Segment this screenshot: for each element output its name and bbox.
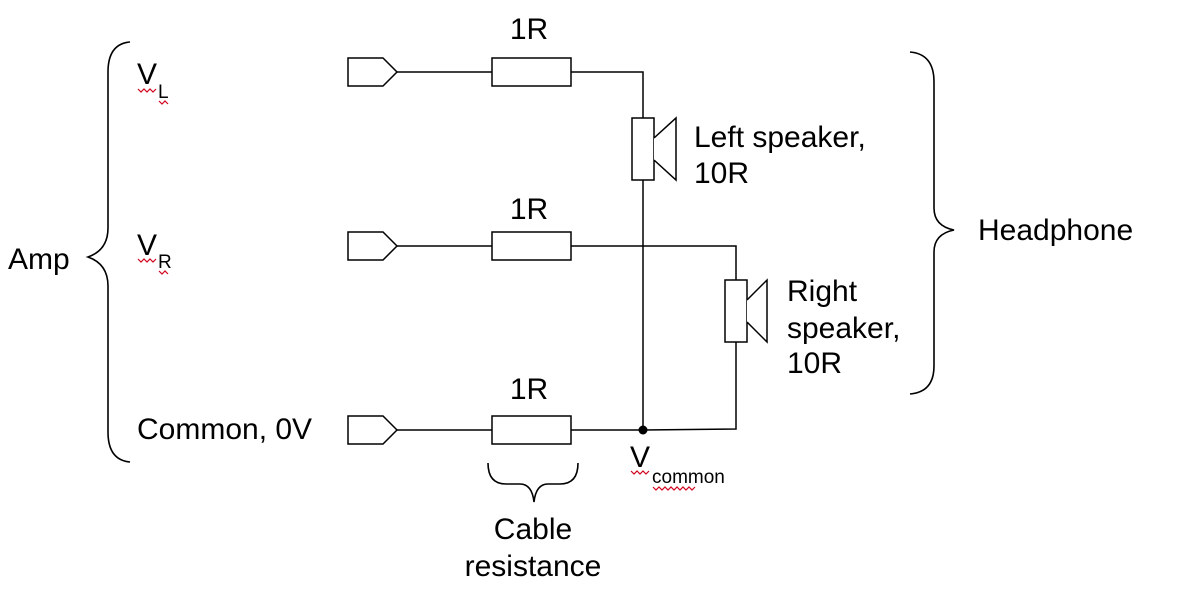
resistor-vr-label: 1R <box>510 193 548 226</box>
connector-vl <box>347 57 399 87</box>
left-speaker-label-line1: Left speaker, <box>694 121 866 154</box>
resistor-common-label: 1R <box>510 373 548 406</box>
resistor-vl-label: 1R <box>510 13 548 46</box>
left-speaker-label-line2: 10R <box>694 157 749 190</box>
vl-label: V <box>137 58 157 91</box>
amp-brace <box>85 41 131 463</box>
left-speaker-icon <box>631 116 677 182</box>
common-junction-dot <box>638 425 648 435</box>
vl-spellcheck-underline <box>137 88 169 105</box>
right-speaker-label-line3: 10R <box>787 347 842 380</box>
wire-right-speaker-return <box>642 342 737 431</box>
headphone-label: Headphone <box>978 214 1133 247</box>
vcommon-subscript: common <box>652 467 725 488</box>
headphone-brace <box>909 51 955 395</box>
cable-brace <box>487 462 579 503</box>
vr-subscript: R <box>158 252 172 273</box>
wire-vr <box>397 245 737 280</box>
right-speaker-label-line2: speaker, <box>787 312 900 345</box>
connector-common <box>347 415 399 445</box>
vcommon-spellcheck-underline <box>630 470 696 491</box>
cable-label-line2: resistance <box>465 550 602 583</box>
vr-label: V <box>137 229 157 262</box>
vr-spellcheck-underline <box>137 258 169 275</box>
vl-subscript: L <box>158 82 169 103</box>
common-label: Common, 0V <box>137 413 312 446</box>
right-speaker-icon <box>724 278 768 344</box>
cable-label-line1: Cable <box>494 513 572 546</box>
resistor-vr <box>491 231 572 261</box>
resistor-common <box>491 415 572 445</box>
resistor-vl <box>491 57 572 87</box>
wire-vl <box>397 71 644 118</box>
vcommon-label: V <box>630 441 650 474</box>
connector-vr <box>347 231 399 261</box>
right-speaker-label-line1: Right <box>787 275 858 308</box>
amp-label: Amp <box>8 243 70 276</box>
